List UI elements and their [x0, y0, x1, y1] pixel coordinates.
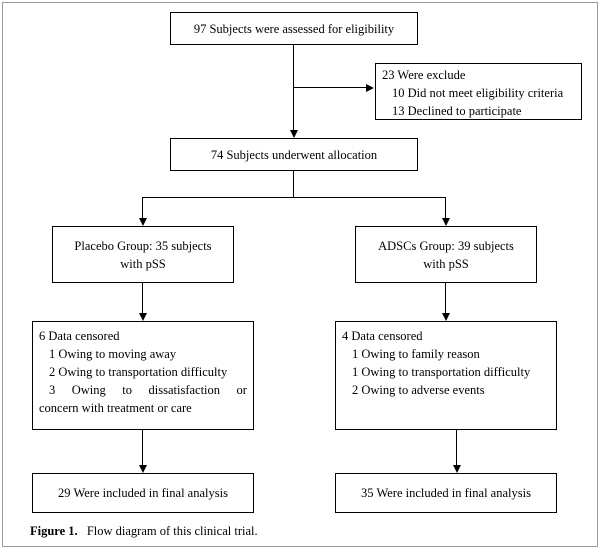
connector-placebo-final: [142, 430, 144, 466]
connector-adscs-final: [456, 430, 458, 466]
arrow-to-adscs-censored: [442, 313, 450, 321]
arrow-to-adscs: [442, 218, 450, 226]
excluded-title: 23 Were exclude: [382, 68, 466, 82]
placebo-group-box: Placebo Group: 35 subjects with pSS: [52, 226, 234, 283]
arrow-to-placebo: [139, 218, 147, 226]
placebo-final-box: 29 Were included in final analysis: [32, 473, 254, 513]
placebo-group-line1: Placebo Group: 35 subjects: [74, 238, 212, 253]
arrow-to-excluded: [366, 84, 374, 92]
placebo-censored-title: 6 Data censored: [39, 329, 120, 343]
connector-split-horizontal: [142, 197, 446, 199]
placebo-final-text: 29 Were included in final analysis: [58, 486, 228, 500]
figure-caption: Figure 1. Flow diagram of this clinical …: [30, 524, 258, 539]
placebo-group-line2: with pSS: [120, 256, 166, 271]
excluded-reason: 13 Declined to participate: [392, 104, 522, 118]
placebo-censored-box: 6 Data censored 1 Owing to moving away 2…: [32, 321, 254, 430]
placebo-censored-reason: 1 Owing to moving away: [49, 347, 177, 361]
connector-placebo-censored: [142, 283, 144, 314]
arrow-to-placebo-censored: [139, 313, 147, 321]
caption-text: Flow diagram of this clinical trial.: [86, 524, 258, 538]
adscs-group-line2: with pSS: [423, 256, 469, 271]
adscs-censored-reason: 1 Owing to family reason: [352, 347, 480, 361]
connector-adscs-censored: [445, 283, 447, 314]
arrow-to-allocation: [290, 130, 298, 138]
placebo-censored-reason: 2 Owing to transportation difficulty: [49, 365, 228, 379]
adscs-final-box: 35 Were included in final analysis: [335, 473, 557, 513]
adscs-censored-title: 4 Data censored: [342, 329, 423, 343]
excluded-box: 23 Were exclude 10 Did not meet eligibil…: [375, 63, 582, 120]
arrow-to-placebo-final: [139, 465, 147, 473]
adscs-group-line1: ADSCs Group: 39 subjects: [378, 238, 514, 253]
placebo-censored-reason3-line2: concern with treatment or care: [39, 401, 192, 415]
connector-to-placebo: [142, 197, 144, 220]
connector-allocation-split: [293, 171, 295, 198]
reason3-word: to: [122, 383, 133, 397]
reason3-word: dissatisfaction: [148, 383, 221, 397]
connector-to-adscs: [445, 197, 447, 220]
reason3-word: 3: [49, 383, 56, 397]
adscs-group-box: ADSCs Group: 39 subjects with pSS: [355, 226, 537, 283]
allocation-text: 74 Subjects underwent allocation: [210, 147, 378, 162]
adscs-censored-reason: 1 Owing to transportation difficulty: [352, 365, 531, 379]
arrow-to-adscs-final: [453, 465, 461, 473]
assessed-box: 97 Subjects were assessed for eligibilit…: [170, 12, 418, 45]
adscs-censored-box: 4 Data censored 1 Owing to family reason…: [335, 321, 557, 430]
assessed-text: 97 Subjects were assessed for eligibilit…: [193, 21, 395, 36]
figure-frame: [2, 2, 598, 547]
placebo-censored-reason3-line1: 3 Owing to dissatisfaction or: [39, 381, 247, 399]
allocation-box: 74 Subjects underwent allocation: [170, 138, 418, 171]
caption-label: Figure 1.: [30, 524, 78, 538]
reason3-word: Owing: [71, 383, 106, 397]
adscs-censored-reason: 2 Owing to adverse events: [352, 383, 485, 397]
connector-to-excluded: [293, 87, 366, 89]
adscs-final-text: 35 Were included in final analysis: [361, 486, 531, 500]
excluded-reason: 10 Did not meet eligibility criteria: [392, 86, 564, 100]
reason3-word: or: [236, 383, 247, 397]
